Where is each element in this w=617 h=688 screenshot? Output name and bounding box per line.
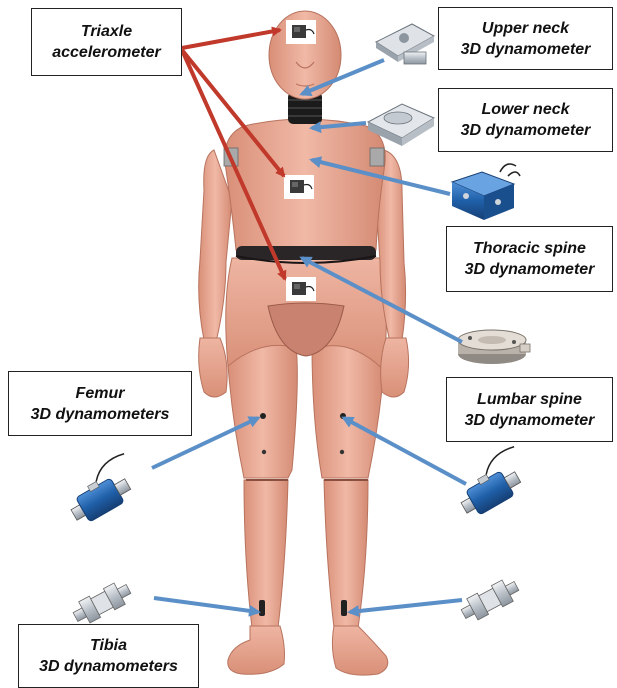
left-thigh: [228, 338, 297, 478]
label-line: Femur: [76, 383, 125, 404]
femur-load-cell-icon: [59, 452, 145, 527]
left-hand: [199, 338, 227, 397]
label-line: 3D dynamometer: [465, 410, 595, 431]
label-thoracic-spine: Thoracic spine 3D dynamometer: [446, 226, 613, 292]
triaxle-accelerometer-icon: [286, 277, 316, 301]
label-line: 3D dynamometers: [31, 404, 170, 425]
label-line: 3D dynamometer: [465, 259, 595, 280]
label-line: 3D dynamometers: [39, 656, 178, 677]
label-line: 3D dynamometer: [461, 39, 591, 60]
label-upper-neck: Upper neck 3D dynamometer: [438, 7, 613, 70]
right-foot: [332, 626, 387, 675]
triaxle-accelerometer-icon: [286, 20, 316, 44]
label-femur: Femur 3D dynamometers: [8, 371, 192, 436]
label-tibia: Tibia 3D dynamometers: [18, 624, 199, 688]
label-line: Thoracic spine: [473, 238, 586, 259]
tibia-load-cell-icon: [70, 578, 134, 627]
lumbar-spine-load-cell-icon: [458, 330, 530, 364]
label-triaxle-accelerometer: Triaxle accelerometer: [31, 8, 182, 76]
left-shin: [244, 480, 288, 628]
label-line: Lower neck: [481, 99, 569, 120]
label-line: Tibia: [90, 635, 127, 656]
triaxle-accelerometer-icon: [284, 175, 314, 199]
label-line: Lumbar spine: [477, 389, 582, 410]
tibia-load-cell-icon: [458, 575, 522, 624]
arrow-to-head-accelerometer: [182, 30, 280, 48]
upper-neck-load-cell-icon: [376, 24, 434, 64]
label-line: Upper neck: [482, 18, 569, 39]
label-line: Triaxle: [81, 21, 132, 42]
arrow-to-left-tibia: [154, 598, 258, 612]
label-line: accelerometer: [52, 42, 161, 63]
label-line: 3D dynamometer: [461, 120, 591, 141]
label-lumbar-spine: Lumbar spine 3D dynamometer: [446, 377, 613, 442]
left-foot: [228, 626, 285, 674]
label-lower-neck: Lower neck 3D dynamometer: [438, 88, 613, 152]
thoracic-spine-load-cell-icon: [452, 164, 520, 220]
right-shoulder-joint: [370, 148, 384, 166]
right-hand: [381, 338, 409, 397]
arrow-to-right-tibia: [350, 600, 462, 612]
